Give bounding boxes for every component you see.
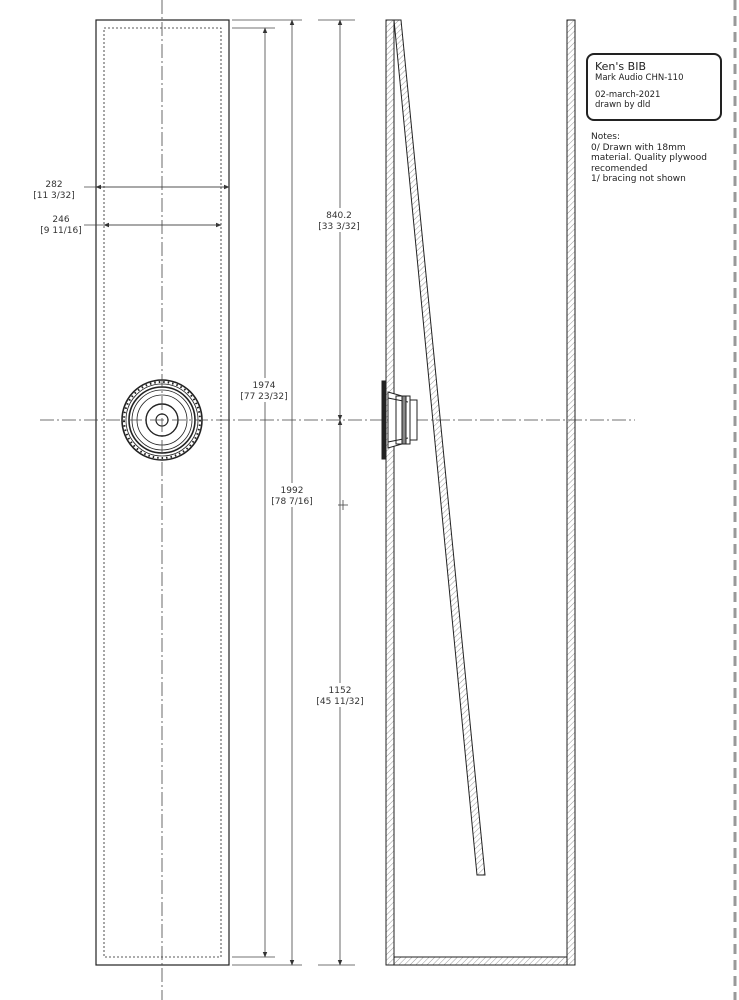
note-line: 1/ bracing not shown [591, 174, 686, 184]
dimension-labels: 282 [11 3/32] 246 [9 11/16] 1974 [77 23/… [33, 180, 363, 707]
driver-side-icon [381, 380, 418, 460]
front-inner-outline [103, 27, 222, 958]
outer-height-inch: [78 7/16] [271, 497, 313, 507]
driver-model: Mark Audio CHN-110 [595, 73, 684, 83]
side-bottom-panel [393, 956, 568, 966]
inner-height-inch: [77 23/32] [240, 392, 287, 402]
drawing-date: 02-march-2021 [595, 90, 661, 100]
note-line: recomended [591, 163, 648, 174]
inner-width-inch: [9 11/16] [40, 226, 82, 236]
upper-dimension-mm: 840.2 [326, 211, 352, 221]
side-back-panel [566, 19, 576, 966]
front-view [95, 19, 230, 966]
front-outer-outline [95, 19, 230, 966]
lower-dimension-inch: [45 11/32] [316, 697, 363, 707]
notes-block: Notes: 0/ Drawn with 18mm material. Qual… [591, 132, 726, 185]
title-block: Ken's BIB Mark Audio CHN-110 02-march-20… [586, 53, 722, 121]
inner-width-mm: 246 [52, 215, 69, 225]
outer-width-inch: [11 3/32] [33, 191, 75, 201]
inner-height-mm: 1974 [253, 381, 276, 391]
outer-width-mm: 282 [45, 180, 62, 190]
drawing-title: Ken's BIB [595, 60, 646, 73]
notes-heading: Notes: [591, 132, 621, 142]
lower-dimension-mm: 1152 [329, 686, 352, 696]
center-lines [40, 0, 635, 1000]
note-line: 0/ Drawn with 18mm [591, 142, 686, 153]
drawing-author: drawn by dld [595, 100, 651, 110]
note-line: material. Quality plywood [591, 153, 707, 163]
slanted-divider-panel [393, 19, 486, 876]
outer-height-mm: 1992 [281, 486, 304, 496]
upper-dimension-inch: [33 3/32] [318, 222, 360, 232]
side-front-panel [385, 19, 395, 966]
side-view [381, 19, 576, 966]
